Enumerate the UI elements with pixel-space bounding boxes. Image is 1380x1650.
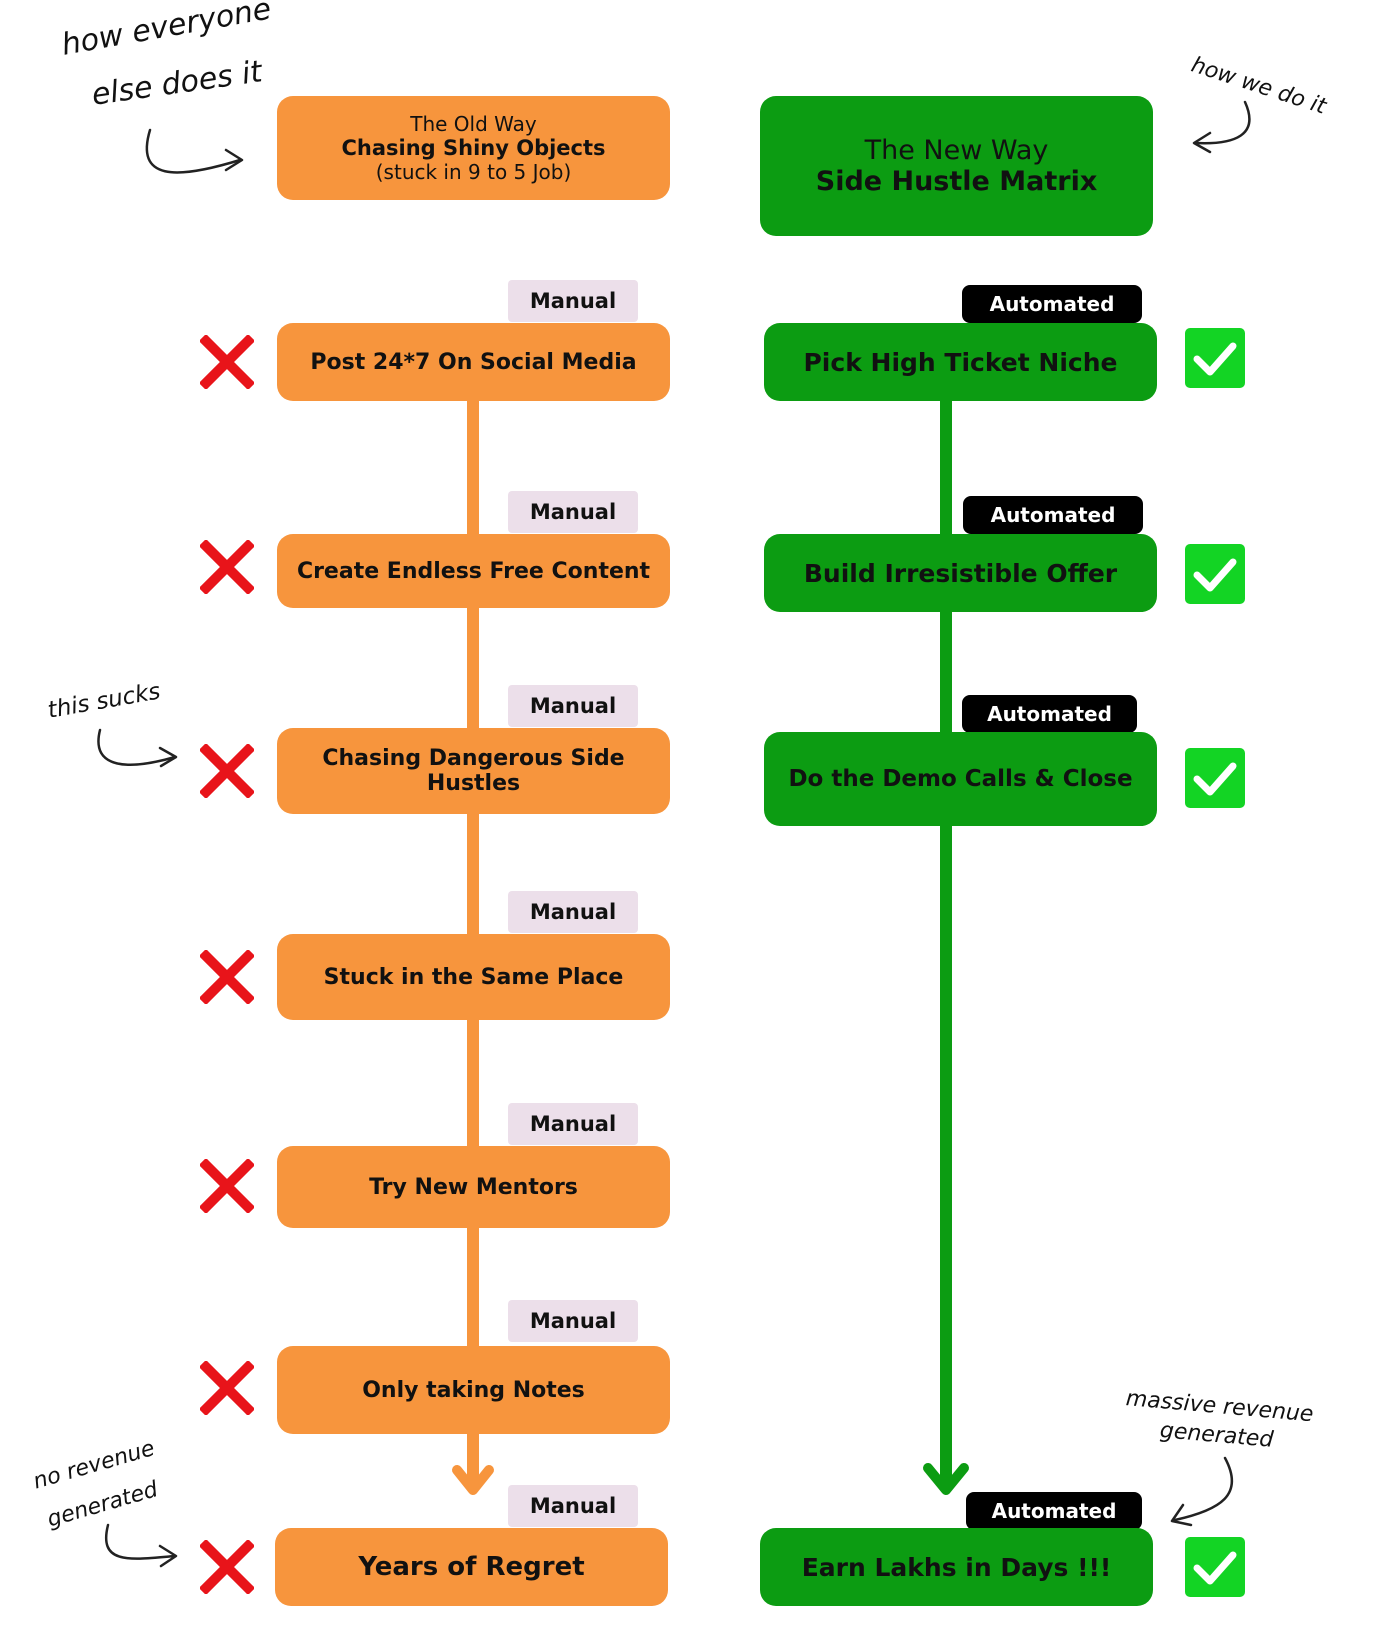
curved-arrow-we-head [1192, 131, 1212, 154]
old-step-3: Chasing Dangerous Side Hustles [277, 728, 670, 814]
old-step-1: Post 24*7 On Social Media [277, 323, 670, 401]
old-way-header-subtitle: (stuck in 9 to 5 Job) [375, 160, 572, 184]
new-step-label: Pick High Ticket Niche [803, 347, 1118, 377]
new-way-header-title: Side Hustle Matrix [815, 166, 1098, 197]
old-step-label: Stuck in the Same Place [323, 964, 624, 990]
automated-tag: Automated [962, 695, 1137, 733]
old-way-arrowhead [452, 1465, 494, 1495]
cross-icon [200, 1540, 254, 1594]
cross-icon [200, 335, 254, 389]
new-step-3: Do the Demo Calls & Close [764, 732, 1157, 826]
old-step-label: Years of Regret [358, 1552, 585, 1582]
old-step-label: Try New Mentors [369, 1174, 578, 1200]
checkmark-icon [1185, 328, 1245, 388]
curved-arrow-we [1193, 100, 1251, 145]
old-step-5: Try New Mentors [277, 1146, 670, 1228]
new-way-arrowhead [923, 1463, 969, 1495]
curved-arrow-massive [1173, 1456, 1234, 1522]
old-step-2: Create Endless Free Content [277, 534, 670, 608]
manual-tag: Manual [508, 1103, 638, 1145]
old-step-6: Only taking Notes [277, 1346, 670, 1434]
manual-tag: Manual [508, 280, 638, 322]
cross-icon [200, 1361, 254, 1415]
old-way-header: The Old Way Chasing Shiny Objects (stuck… [277, 96, 670, 200]
curved-arrow-sucks [97, 728, 177, 766]
new-way-header: The New Way Side Hustle Matrix [760, 96, 1153, 236]
new-step-1: Pick High Ticket Niche [764, 323, 1157, 401]
automated-tag: Automated [966, 1492, 1142, 1530]
curved-arrow-no-revenue-head [158, 1544, 178, 1568]
old-way-header-title: Chasing Shiny Objects [341, 136, 606, 160]
cross-icon [200, 744, 254, 798]
new-way-header-line1: The New Way [864, 135, 1049, 166]
curved-arrow-no-revenue [105, 1523, 177, 1560]
new-step-4: Earn Lakhs in Days !!! [760, 1528, 1153, 1606]
manual-tag: Manual [508, 891, 638, 933]
new-step-2: Build Irresistible Offer [764, 534, 1157, 612]
automated-tag: Automated [962, 285, 1142, 323]
cross-icon [200, 950, 254, 1004]
new-step-label: Build Irresistible Offer [803, 558, 1118, 588]
old-step-label: Post 24*7 On Social Media [310, 349, 637, 375]
manual-tag: Manual [508, 1300, 638, 1342]
old-step-label: Only taking Notes [362, 1377, 585, 1403]
cross-icon [200, 540, 254, 594]
manual-tag: Manual [508, 685, 638, 727]
manual-tag: Manual [508, 1485, 638, 1527]
old-step-4: Stuck in the Same Place [277, 934, 670, 1020]
new-step-label: Do the Demo Calls & Close [788, 766, 1133, 792]
curved-arrow-everyone-head [224, 148, 244, 172]
manual-tag: Manual [508, 491, 638, 533]
cross-icon [200, 1159, 254, 1213]
new-step-label: Earn Lakhs in Days !!! [801, 1552, 1112, 1582]
curved-arrow-sucks-head [158, 746, 178, 768]
old-step-7: Years of Regret [275, 1528, 668, 1606]
curved-arrow-everyone [145, 128, 242, 174]
old-way-header-line1: The Old Way [410, 112, 537, 136]
checkmark-icon [1185, 1537, 1245, 1597]
checkmark-icon [1185, 748, 1245, 808]
old-step-label: Chasing Dangerous Side Hustles [322, 746, 625, 796]
curved-arrow-massive-head [1170, 1503, 1193, 1527]
checkmark-icon [1185, 544, 1245, 604]
automated-tag: Automated [963, 496, 1143, 534]
old-step-label: Create Endless Free Content [296, 558, 651, 584]
